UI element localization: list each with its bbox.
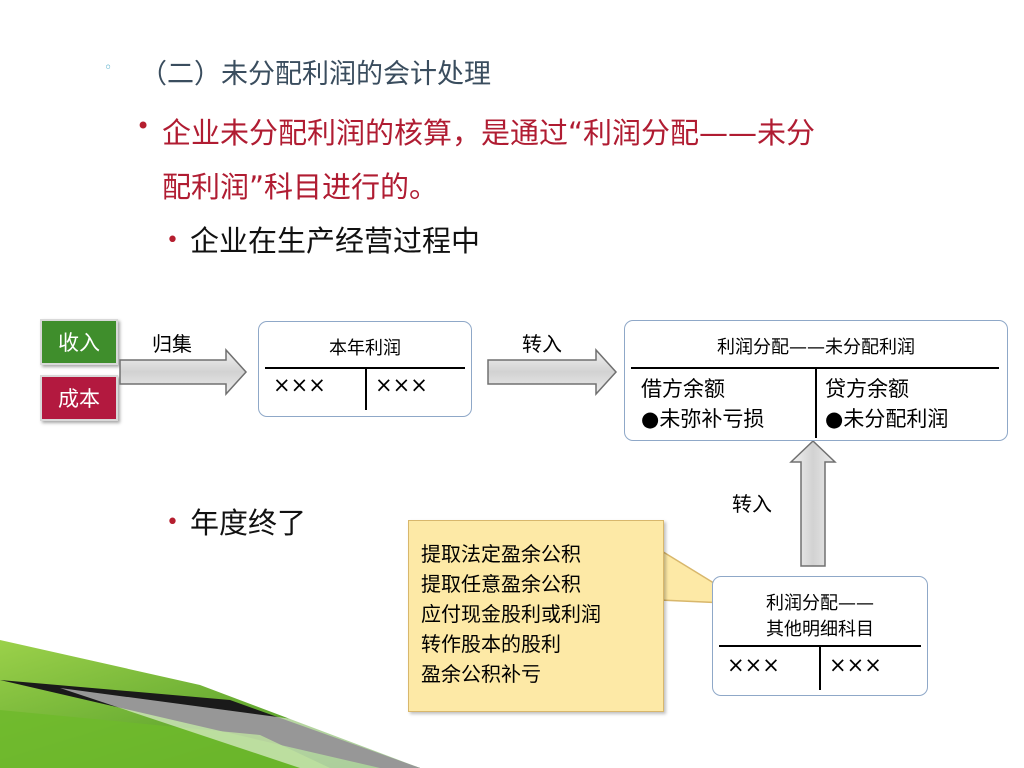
transfer-in-label-2: 转入 — [732, 492, 772, 516]
income-tag: 收入 — [40, 319, 118, 365]
callout-line: 提取法定盈余公积 — [421, 542, 581, 566]
transfer-in-label-1: 转入 — [522, 332, 562, 356]
other-detail-title-1: 利润分配—— — [766, 593, 874, 614]
sub2-text: 年度终了 — [190, 506, 307, 540]
section-heading: （二）未分配利润的会计处理 — [140, 59, 491, 90]
sub1-bullet: • — [166, 228, 179, 253]
cost-tag: 成本 — [40, 375, 118, 421]
sub1-text: 企业在生产经营过程中 — [190, 224, 481, 258]
point-text: 企业未分配利润的核算，是通过“利润分配——未分 配利润”科目进行的。 — [162, 106, 962, 214]
callout-lines: 提取法定盈余公积 提取任意盈余公积 应付现金股利或利润 转作股本的股利 盈余公积… — [421, 539, 601, 689]
callout-line: 盈余公积补亏 — [421, 662, 541, 686]
corner-decoration — [0, 640, 420, 768]
other-detail-title-2: 其他明细科目 — [766, 619, 874, 640]
callout-line: 提取任意盈余公积 — [421, 572, 581, 596]
callout-line: 应付现金股利或利润 — [421, 602, 601, 626]
undistributed-profit-box: 利润分配——未分配利润 借方余额 ●未弥补亏损 贷方余额 ●未分配利润 — [624, 320, 1008, 441]
credit-item: ●未分配利润 — [825, 407, 949, 431]
other-detail-box: 利润分配—— 其他明细科目 ××× ××× — [712, 576, 928, 696]
heading-bullet: ◦ — [104, 60, 113, 76]
sub2-bullet: • — [166, 510, 179, 535]
callout-note: 提取法定盈余公积 提取任意盈余公积 应付现金股利或利润 转作股本的股利 盈余公积… — [408, 520, 664, 712]
current-profit-credit-cell: ××× — [375, 373, 428, 397]
point-line-2: 配利润”科目进行的。 — [162, 170, 439, 204]
other-detail-credit-cell: ××× — [829, 653, 882, 677]
current-profit-title: 本年利润 — [329, 338, 401, 359]
transfer-arrow-up — [789, 439, 837, 567]
debit-header: 借方余额 — [641, 377, 725, 401]
other-detail-debit-cell: ××× — [727, 653, 780, 677]
current-profit-debit-cell: ××× — [273, 373, 326, 397]
transfer-arrow-1 — [487, 348, 618, 396]
point-bullet: • — [136, 112, 151, 140]
point-line-1: 企业未分配利润的核算，是通过“利润分配——未分 — [162, 116, 816, 150]
callout-line: 转作股本的股利 — [421, 632, 561, 656]
collect-label: 归集 — [152, 332, 192, 356]
debit-item: ●未弥补亏损 — [641, 407, 765, 431]
credit-header: 贷方余额 — [825, 377, 909, 401]
current-profit-box: 本年利润 ××× ××× — [258, 321, 472, 417]
collect-arrow — [119, 348, 248, 396]
undistributed-profit-title: 利润分配——未分配利润 — [717, 337, 915, 358]
